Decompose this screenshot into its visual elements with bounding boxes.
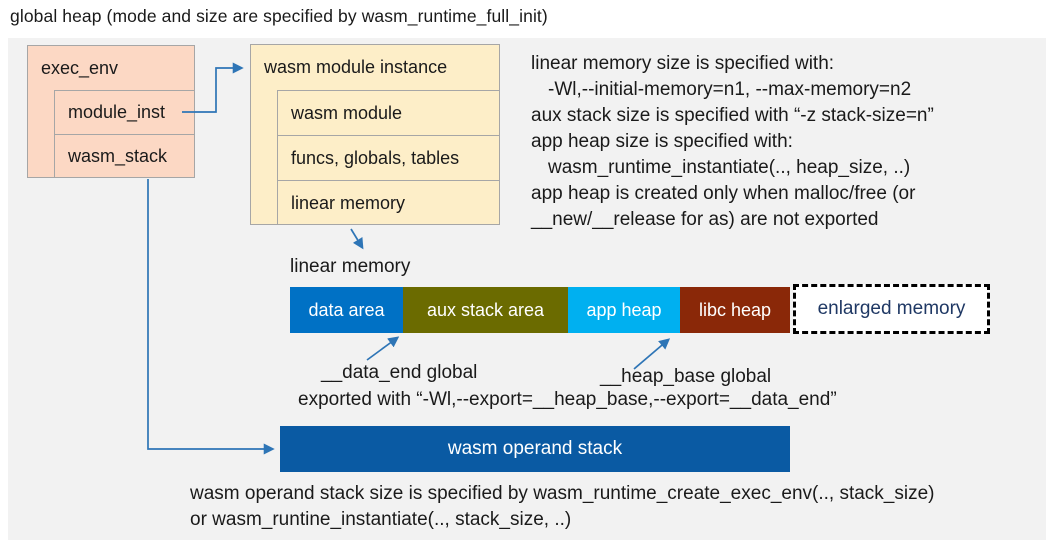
exec-env-header: exec_env bbox=[41, 57, 119, 78]
segment-app-heap: app heap bbox=[568, 287, 680, 333]
exec-env-row-module-inst: module_inst bbox=[54, 90, 194, 134]
module-instance-box: wasm module instance wasm module funcs, … bbox=[250, 44, 500, 225]
note-line: linear memory size is specified with: bbox=[531, 53, 835, 74]
wasm-operand-stack-bar: wasm operand stack bbox=[280, 426, 790, 472]
note-line: app heap is created only when malloc/fre… bbox=[531, 183, 916, 204]
export-flags-note: exported with “-Wl,--export=__heap_base,… bbox=[298, 389, 837, 410]
notes-operand-stack-size: wasm operand stack size is specified by … bbox=[190, 481, 935, 533]
notes-linear-memory-sizes: linear memory size is specified with: -W… bbox=[531, 51, 934, 233]
module-instance-row-wasm-module: wasm module bbox=[277, 90, 499, 135]
heap-base-global-label: __heap_base global bbox=[600, 366, 772, 387]
exec-env-box: exec_env module_inst wasm_stack bbox=[27, 45, 195, 178]
segment-libc-heap: libc heap bbox=[680, 287, 790, 333]
note-line: wasm_runtime_instantiate(.., heap_size, … bbox=[548, 157, 911, 178]
module-instance-header: wasm module instance bbox=[264, 57, 448, 77]
note-line: or wasm_runtine_instantiate(.., stack_si… bbox=[190, 509, 572, 530]
page-title: global heap (mode and size are specified… bbox=[10, 6, 548, 26]
segment-data-area: data area bbox=[290, 287, 403, 333]
linear-memory-label: linear memory bbox=[290, 256, 411, 277]
module-instance-row-linear-memory: linear memory bbox=[277, 180, 499, 225]
note-line: aux stack size is specified with “-z sta… bbox=[531, 105, 934, 126]
note-line: -Wl,--initial-memory=n1, --max-memory=n2 bbox=[548, 79, 912, 100]
exec-env-row-wasm-stack: wasm_stack bbox=[54, 134, 194, 178]
note-line: wasm operand stack size is specified by … bbox=[190, 483, 935, 504]
segment-aux-stack-area: aux stack area bbox=[403, 287, 568, 333]
segment-enlarged-memory: enlarged memory bbox=[793, 284, 990, 334]
note-line: __new/__release for as) are not exported bbox=[531, 209, 879, 230]
module-instance-row-funcs-globals-tables: funcs, globals, tables bbox=[277, 135, 499, 180]
data-end-global-label: __data_end global bbox=[321, 362, 478, 383]
note-line: app heap size is specified with: bbox=[531, 131, 793, 152]
